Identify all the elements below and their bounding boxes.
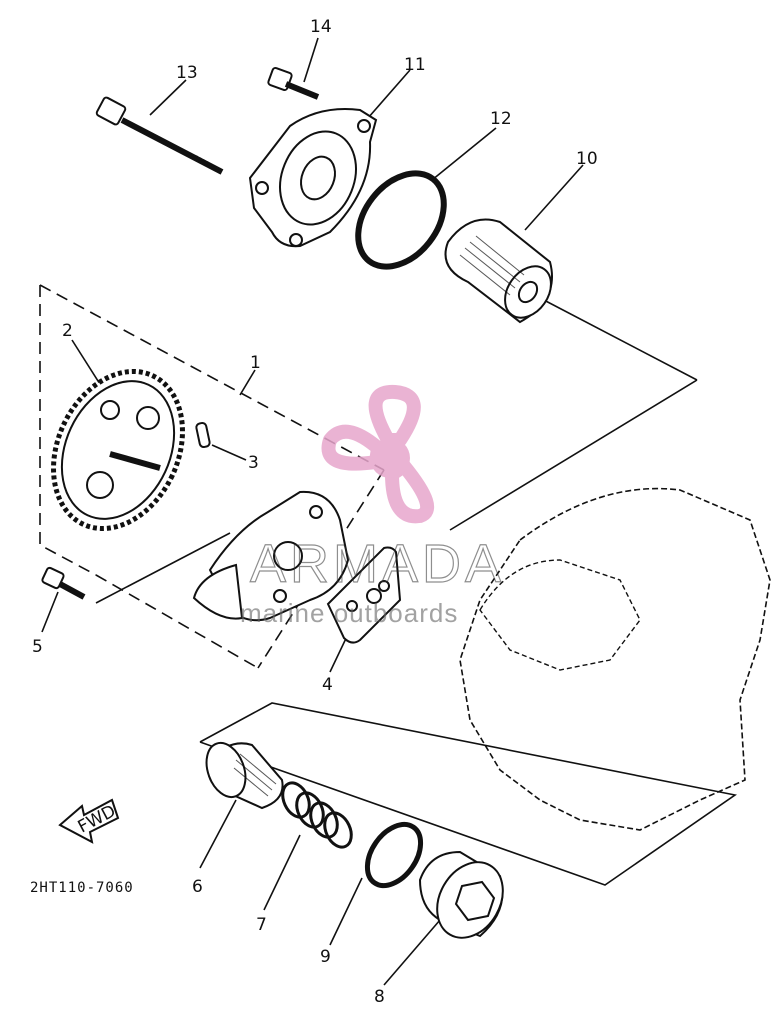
pump-cover (248, 108, 378, 248)
oil-strainer (205, 741, 284, 810)
oil-pump-body (192, 490, 350, 622)
callout-12: 12 (490, 109, 512, 129)
dowel-pin (195, 421, 211, 449)
drawing-code: 2HT110-7060 (30, 880, 134, 896)
bolt-small (41, 566, 86, 600)
forward-arrow-icon: FWD (58, 798, 120, 844)
callout-labels: 14 13 11 12 10 1 2 3 4 5 6 7 9 8 2HT110-… (30, 17, 598, 1007)
callout-2: 2 (62, 321, 73, 341)
o-ring-large (355, 170, 447, 270)
watermark-tagline: marine outboards (240, 598, 458, 628)
pump-gear (51, 368, 185, 532)
leader-lines (41, 37, 584, 986)
callout-4: 4 (322, 675, 333, 695)
callout-1: 1 (250, 353, 261, 373)
callout-3: 3 (248, 453, 259, 473)
callout-5: 5 (32, 637, 43, 657)
callout-11: 11 (404, 55, 426, 75)
reference-lines (95, 297, 738, 886)
drain-plug (418, 850, 504, 939)
oil-filter (444, 218, 553, 324)
callout-14: 14 (310, 17, 332, 37)
callout-6: 6 (192, 877, 203, 897)
callout-9: 9 (320, 947, 331, 967)
callout-7: 7 (256, 915, 267, 935)
watermark-brand: ARMADA (250, 534, 505, 594)
propeller-logo-icon (321, 384, 435, 524)
callout-10: 10 (576, 149, 598, 169)
o-ring-small (364, 821, 424, 889)
bolt-short (267, 66, 320, 100)
watermark: ARMADA marine outboards (240, 384, 505, 628)
crankcase-outline (459, 487, 771, 831)
bolt-long (95, 96, 224, 175)
callout-13: 13 (176, 63, 198, 83)
spring (281, 781, 353, 849)
pump-gasket (326, 546, 402, 644)
callout-8: 8 (374, 987, 385, 1007)
